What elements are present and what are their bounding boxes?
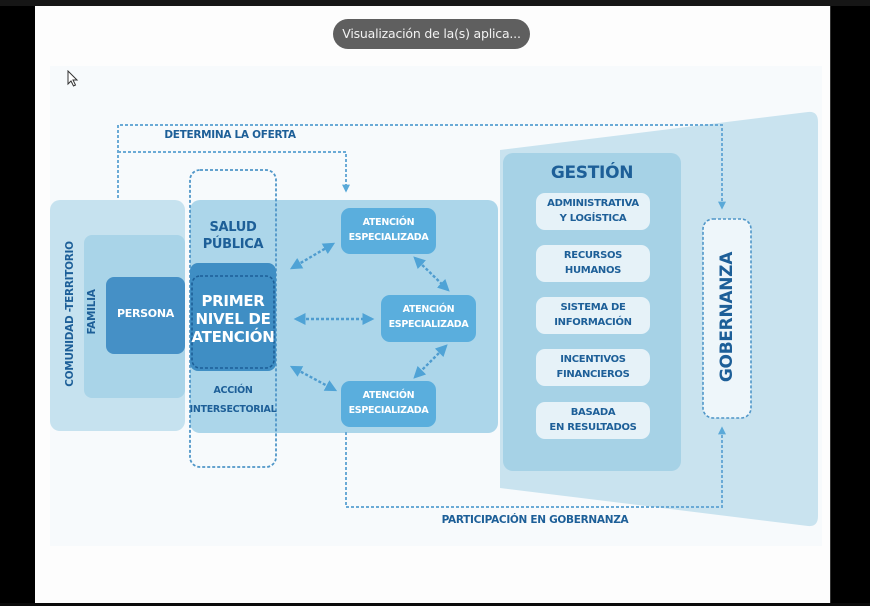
gestion-item-box: [536, 349, 650, 386]
primer-nivel-label: PRIMER NIVEL DE ATENCIÓN: [190, 292, 276, 346]
familia-label: FAMILIA: [86, 289, 98, 335]
persona-box: [106, 277, 185, 354]
determina-oferta-label: DETERMINA LA OFERTA: [164, 129, 296, 141]
atencion-line: ESPECIALIZADA: [388, 319, 469, 330]
atencion-especializada-box-3: [341, 381, 436, 427]
arrow-primer-to-esp3: [289, 365, 338, 392]
viewer-bottom-margin: [0, 603, 870, 606]
gestion-item-box: [536, 245, 650, 282]
primer-nivel-line: ATENCIÓN: [191, 328, 275, 346]
gestion-item-basada: BASADA EN RESULTADOS: [536, 405, 650, 435]
determina-oferta-outer-path: [117, 124, 726, 210]
atencion-line: ATENCIÓN: [362, 390, 415, 401]
gestion-item-line: SISTEMA DE: [560, 302, 626, 313]
primer-nivel-line: NIVEL DE: [195, 310, 271, 328]
accion-intersectorial-label: ACCIÓN INTERSECTORIAL: [186, 381, 280, 419]
arrow-esp1-to-esp2: [413, 256, 450, 292]
gestion-item-line: EN RESULTADOS: [549, 422, 637, 433]
determina-oferta-inner-path: [118, 151, 350, 193]
atencion-especializada-box-1: [341, 208, 436, 254]
atencion-line: ESPECIALIZADA: [348, 232, 429, 243]
gestion-item-boxes: [536, 193, 650, 439]
window-top-bar: [0, 0, 870, 6]
gestion-item-line: INCENTIVOS: [560, 354, 626, 365]
gestion-item-line: BASADA: [570, 407, 616, 418]
accion-intersectorial-line: ACCIÓN: [213, 385, 253, 396]
atencion-especializada-label-2: ATENCIÓN ESPECIALIZADA: [381, 302, 476, 332]
gestion-item-line: HUMANOS: [564, 265, 622, 276]
viewer-toast: Visualización de la(s) aplica...: [333, 19, 530, 49]
atencion-line: ATENCIÓN: [402, 304, 455, 315]
gestion-title: GESTIÓN: [550, 163, 634, 183]
gestion-item-line: INFORMACIÓN: [554, 317, 632, 328]
arrow-esp2-to-esp3: [413, 344, 448, 379]
atencion-especializada-label-1: ATENCIÓN ESPECIALIZADA: [341, 215, 436, 245]
atencion-especializada-box-2: [381, 295, 476, 342]
gestion-item-line: ADMINISTRATIVA: [547, 198, 639, 209]
primer-nivel-line: PRIMER: [201, 292, 265, 310]
atencion-especializada-label-3: ATENCIÓN ESPECIALIZADA: [341, 388, 436, 418]
gestion-item-line: Y LOGÍSTICA: [559, 213, 627, 224]
primer-nivel-inner-dashed: [191, 275, 275, 369]
gestion-item-line: FINANCIEROS: [556, 369, 630, 380]
gobernanza-box: [702, 218, 752, 419]
salud-publica-line: SALUD: [209, 220, 257, 235]
primer-nivel-box: [190, 263, 276, 371]
accion-intersectorial-line: INTERSECTORIAL: [189, 404, 277, 415]
gestion-item-recursos: RECURSOS HUMANOS: [536, 248, 650, 278]
mouse-cursor-icon: [67, 70, 79, 87]
participacion-path: [345, 426, 726, 508]
atencion-line: ATENCIÓN: [362, 217, 415, 228]
salud-publica-label: SALUD PÚBLICA: [190, 219, 276, 253]
gestion-item-box: [536, 297, 650, 334]
gestion-item-box: [536, 402, 650, 439]
persona-label: PERSONA: [117, 307, 174, 320]
comunidad-territorio-label: COMUNIDAD -TERRITORIO: [64, 241, 76, 387]
arrow-primer-to-esp1: [289, 242, 336, 270]
gestion-item-sistema: SISTEMA DE INFORMACIÓN: [536, 300, 650, 330]
gestion-item-incentivos: INCENTIVOS FINANCIEROS: [536, 352, 650, 382]
gestion-item-line: RECURSOS: [563, 250, 623, 261]
gestion-item-box: [536, 193, 650, 230]
participacion-gobernanza-label: PARTICIPACIÓN EN GOBERNANZA: [441, 514, 629, 526]
gestion-item-administrativa: ADMINISTRATIVA Y LOGÍSTICA: [536, 196, 650, 226]
gobernanza-label: GOBERNANZA: [717, 251, 737, 383]
viewer-right-margin: [830, 6, 870, 606]
atencion-line: ESPECIALIZADA: [348, 405, 429, 416]
salud-publica-line: PÚBLICA: [202, 237, 264, 252]
